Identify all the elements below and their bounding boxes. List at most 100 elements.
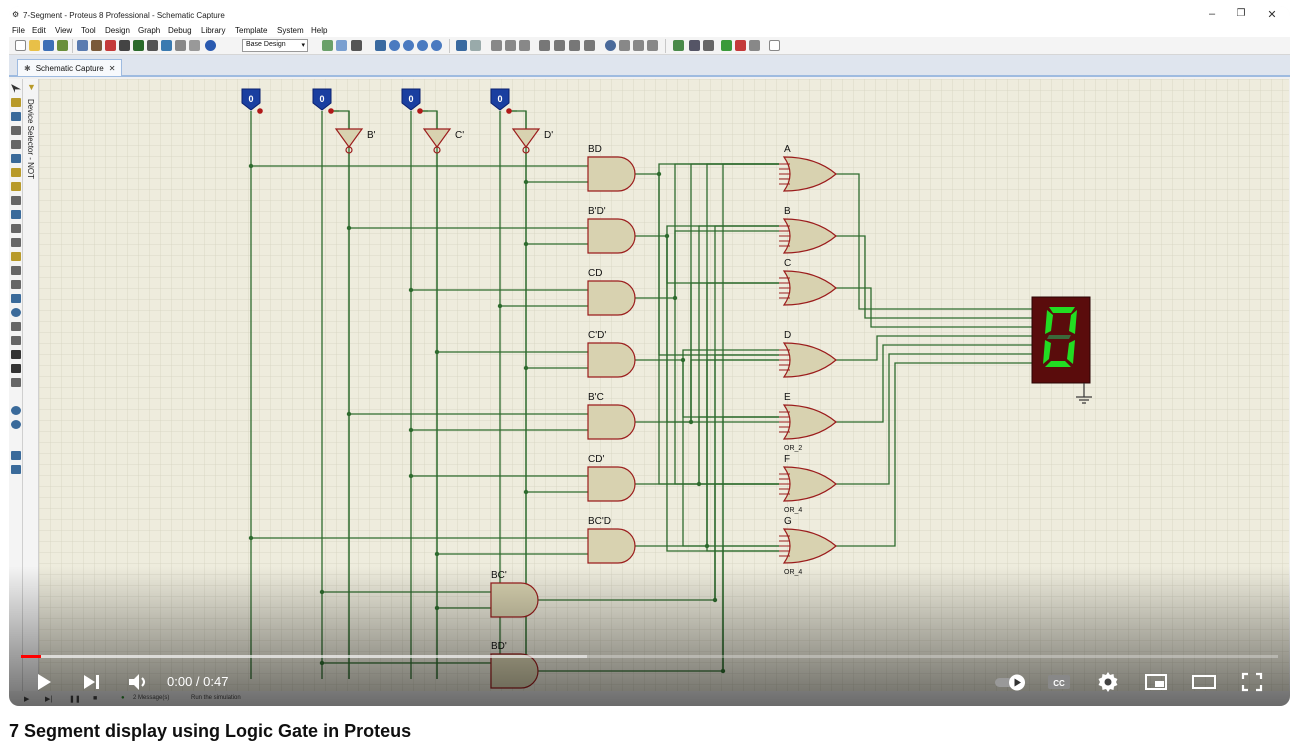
save-icon[interactable] — [43, 40, 54, 51]
document-icon[interactable] — [189, 40, 200, 51]
menu-design[interactable]: Design — [105, 26, 130, 35]
remove-sheet-icon[interactable] — [735, 40, 746, 51]
step-sim-icon[interactable]: ▶| — [45, 696, 53, 703]
minimize-button[interactable]: – — [1208, 8, 1216, 20]
2d-line-icon[interactable] — [11, 280, 21, 289]
exit-to-parent-icon[interactable] — [749, 40, 760, 51]
settings-button[interactable] — [1095, 669, 1121, 695]
bom-icon[interactable] — [147, 40, 158, 51]
video-player[interactable]: ⚙ 7-Segment - Proteus 8 Professional - S… — [9, 6, 1290, 706]
cut-icon[interactable] — [491, 40, 502, 51]
theater-mode-button[interactable] — [1191, 669, 1217, 695]
menu-file[interactable]: File — [12, 26, 25, 35]
block-move-icon[interactable] — [554, 40, 565, 51]
new-sheet-icon[interactable] — [721, 40, 732, 51]
text-script-icon[interactable] — [11, 140, 21, 149]
zoom-area-icon[interactable] — [431, 40, 442, 51]
property-tool-icon[interactable] — [703, 40, 714, 51]
restore-button[interactable]: ❐ — [1236, 8, 1246, 19]
autoplay-toggle[interactable] — [993, 669, 1029, 695]
block-rotate-icon[interactable] — [569, 40, 580, 51]
design-selector[interactable]: Base Design ▾ — [242, 39, 308, 52]
play-button[interactable] — [30, 669, 56, 695]
2d-path-icon[interactable] — [11, 336, 21, 345]
chip-icon[interactable] — [133, 40, 144, 51]
copy-icon[interactable] — [505, 40, 516, 51]
component-mode-icon[interactable] — [11, 98, 21, 107]
rotate-clockwise-icon[interactable] — [11, 406, 21, 415]
grid-icon[interactable] — [336, 40, 347, 51]
device-pins-icon[interactable] — [11, 196, 21, 205]
pan-icon[interactable] — [375, 40, 386, 51]
terminals-icon[interactable] — [11, 182, 21, 191]
close-window-button[interactable]: ✕ — [1267, 9, 1277, 21]
virtual-instruments-icon[interactable] — [11, 266, 21, 275]
buses-icon[interactable] — [11, 154, 21, 163]
home-icon[interactable] — [77, 40, 88, 51]
refresh-icon[interactable] — [322, 40, 333, 51]
junction-dot-icon[interactable] — [11, 112, 21, 121]
play-sim-icon[interactable]: ▶ — [24, 696, 30, 703]
pcb-icon[interactable] — [105, 40, 116, 51]
pause-sim-icon[interactable]: ❚❚ — [69, 696, 81, 703]
message-count[interactable]: 2 Message(s) — [133, 695, 170, 701]
notes-icon[interactable] — [175, 40, 186, 51]
code-icon[interactable] — [161, 40, 172, 51]
selection-mode-icon[interactable] — [11, 84, 21, 93]
subcircuit-icon[interactable] — [11, 168, 21, 177]
zoom-all-icon[interactable] — [417, 40, 428, 51]
menu-library[interactable]: Library — [201, 26, 226, 35]
menu-edit[interactable]: Edit — [32, 26, 46, 35]
mirror-horizontal-icon[interactable] — [11, 451, 21, 460]
redo-icon[interactable] — [470, 40, 481, 51]
captions-button[interactable]: CC — [1046, 669, 1072, 695]
netlist-icon[interactable] — [769, 40, 780, 51]
origin-icon[interactable] — [351, 40, 362, 51]
import-icon[interactable] — [57, 40, 68, 51]
menu-view[interactable]: View — [55, 26, 73, 35]
menu-system[interactable]: System — [277, 26, 304, 35]
schematic-icon[interactable] — [91, 40, 102, 51]
2d-symbol-icon[interactable] — [11, 364, 21, 373]
menu-help[interactable]: Help — [311, 26, 328, 35]
decompose-icon[interactable] — [647, 40, 658, 51]
menu-template[interactable]: Template — [235, 26, 268, 35]
wire-label-icon[interactable] — [11, 126, 21, 135]
open-folder-icon[interactable] — [29, 40, 40, 51]
help-icon[interactable] — [205, 40, 216, 51]
simulate-icon[interactable] — [119, 40, 130, 51]
mirror-vertical-icon[interactable] — [11, 465, 21, 474]
fullscreen-button[interactable] — [1239, 669, 1265, 695]
2d-circle-icon[interactable] — [11, 308, 21, 317]
package-tool-icon[interactable] — [633, 40, 644, 51]
next-button[interactable] — [78, 669, 104, 695]
generator-icon[interactable] — [11, 238, 21, 247]
search-icon[interactable] — [689, 40, 700, 51]
zoom-in-icon[interactable] — [389, 40, 400, 51]
block-copy-icon[interactable] — [539, 40, 550, 51]
progress-bar[interactable] — [21, 655, 1278, 658]
undo-icon[interactable] — [456, 40, 467, 51]
miniplayer-button[interactable] — [1143, 669, 1169, 695]
voltage-probe-icon[interactable] — [11, 252, 21, 261]
close-tab-icon[interactable]: ✕ — [108, 63, 116, 73]
wire-autorouter-icon[interactable] — [673, 40, 684, 51]
tape-recorder-icon[interactable] — [11, 224, 21, 233]
stop-sim-icon[interactable]: ■ — [93, 695, 98, 702]
rotate-anticlockwise-icon[interactable] — [11, 420, 21, 429]
paste-icon[interactable] — [519, 40, 530, 51]
zoom-out-icon[interactable] — [403, 40, 414, 51]
menu-debug[interactable]: Debug — [168, 26, 192, 35]
2d-arc-icon[interactable] — [11, 322, 21, 331]
menu-graph[interactable]: Graph — [138, 26, 161, 35]
2d-marker-icon[interactable] — [11, 378, 21, 387]
volume-button[interactable] — [125, 669, 151, 695]
block-delete-icon[interactable] — [584, 40, 595, 51]
make-device-icon[interactable] — [619, 40, 630, 51]
tab-schematic-capture[interactable]: ✱ Schematic Capture ✕ — [17, 59, 123, 76]
2d-box-icon[interactable] — [11, 294, 21, 303]
graph-icon[interactable] — [11, 210, 21, 219]
2d-text-icon[interactable] — [11, 350, 21, 359]
